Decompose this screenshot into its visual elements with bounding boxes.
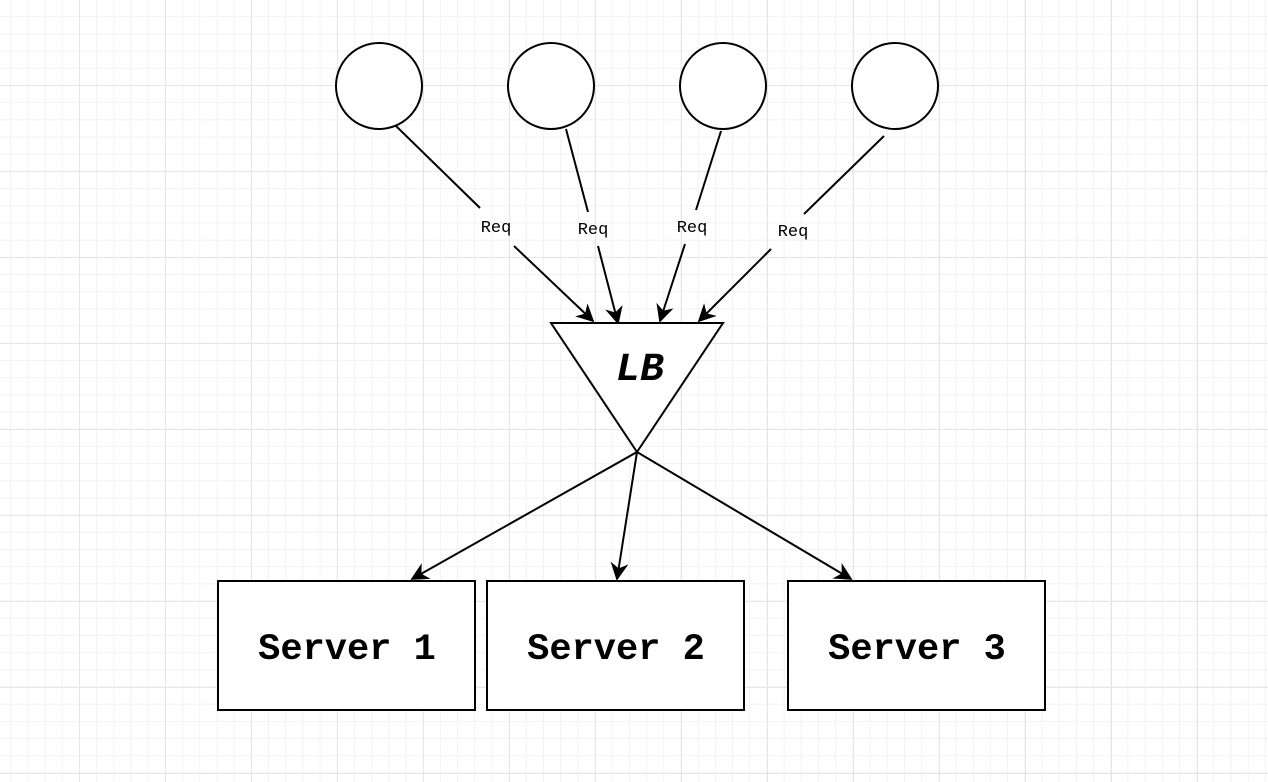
distribution-edge-1[interactable] [410,451,638,580]
load-balancer-label: LB [616,348,664,393]
client-node-1[interactable] [335,42,423,130]
load-balancer-node[interactable] [549,322,725,454]
client-node-4[interactable] [851,42,939,130]
request-edge-label: Req [778,223,809,242]
request-edge-3[interactable] [656,130,722,323]
request-edge-1[interactable] [395,125,595,323]
request-edge-label: Req [481,219,512,238]
server-node-2[interactable] [486,580,745,711]
client-node-2[interactable] [507,42,595,130]
server-node-3[interactable] [787,580,1046,711]
server-node-1[interactable] [217,580,476,711]
request-edge-label: Req [578,221,609,240]
request-edge-2[interactable] [565,128,623,325]
client-node-3[interactable] [679,42,767,130]
request-edge-label: Req [677,219,708,238]
distribution-edge-2[interactable] [610,451,638,581]
distribution-edge-3[interactable] [636,451,853,580]
server-label-1: Server 1 [258,629,436,671]
request-edge-4[interactable] [697,135,885,323]
server-label-3: Server 3 [828,629,1006,671]
server-label-2: Server 2 [527,629,705,671]
